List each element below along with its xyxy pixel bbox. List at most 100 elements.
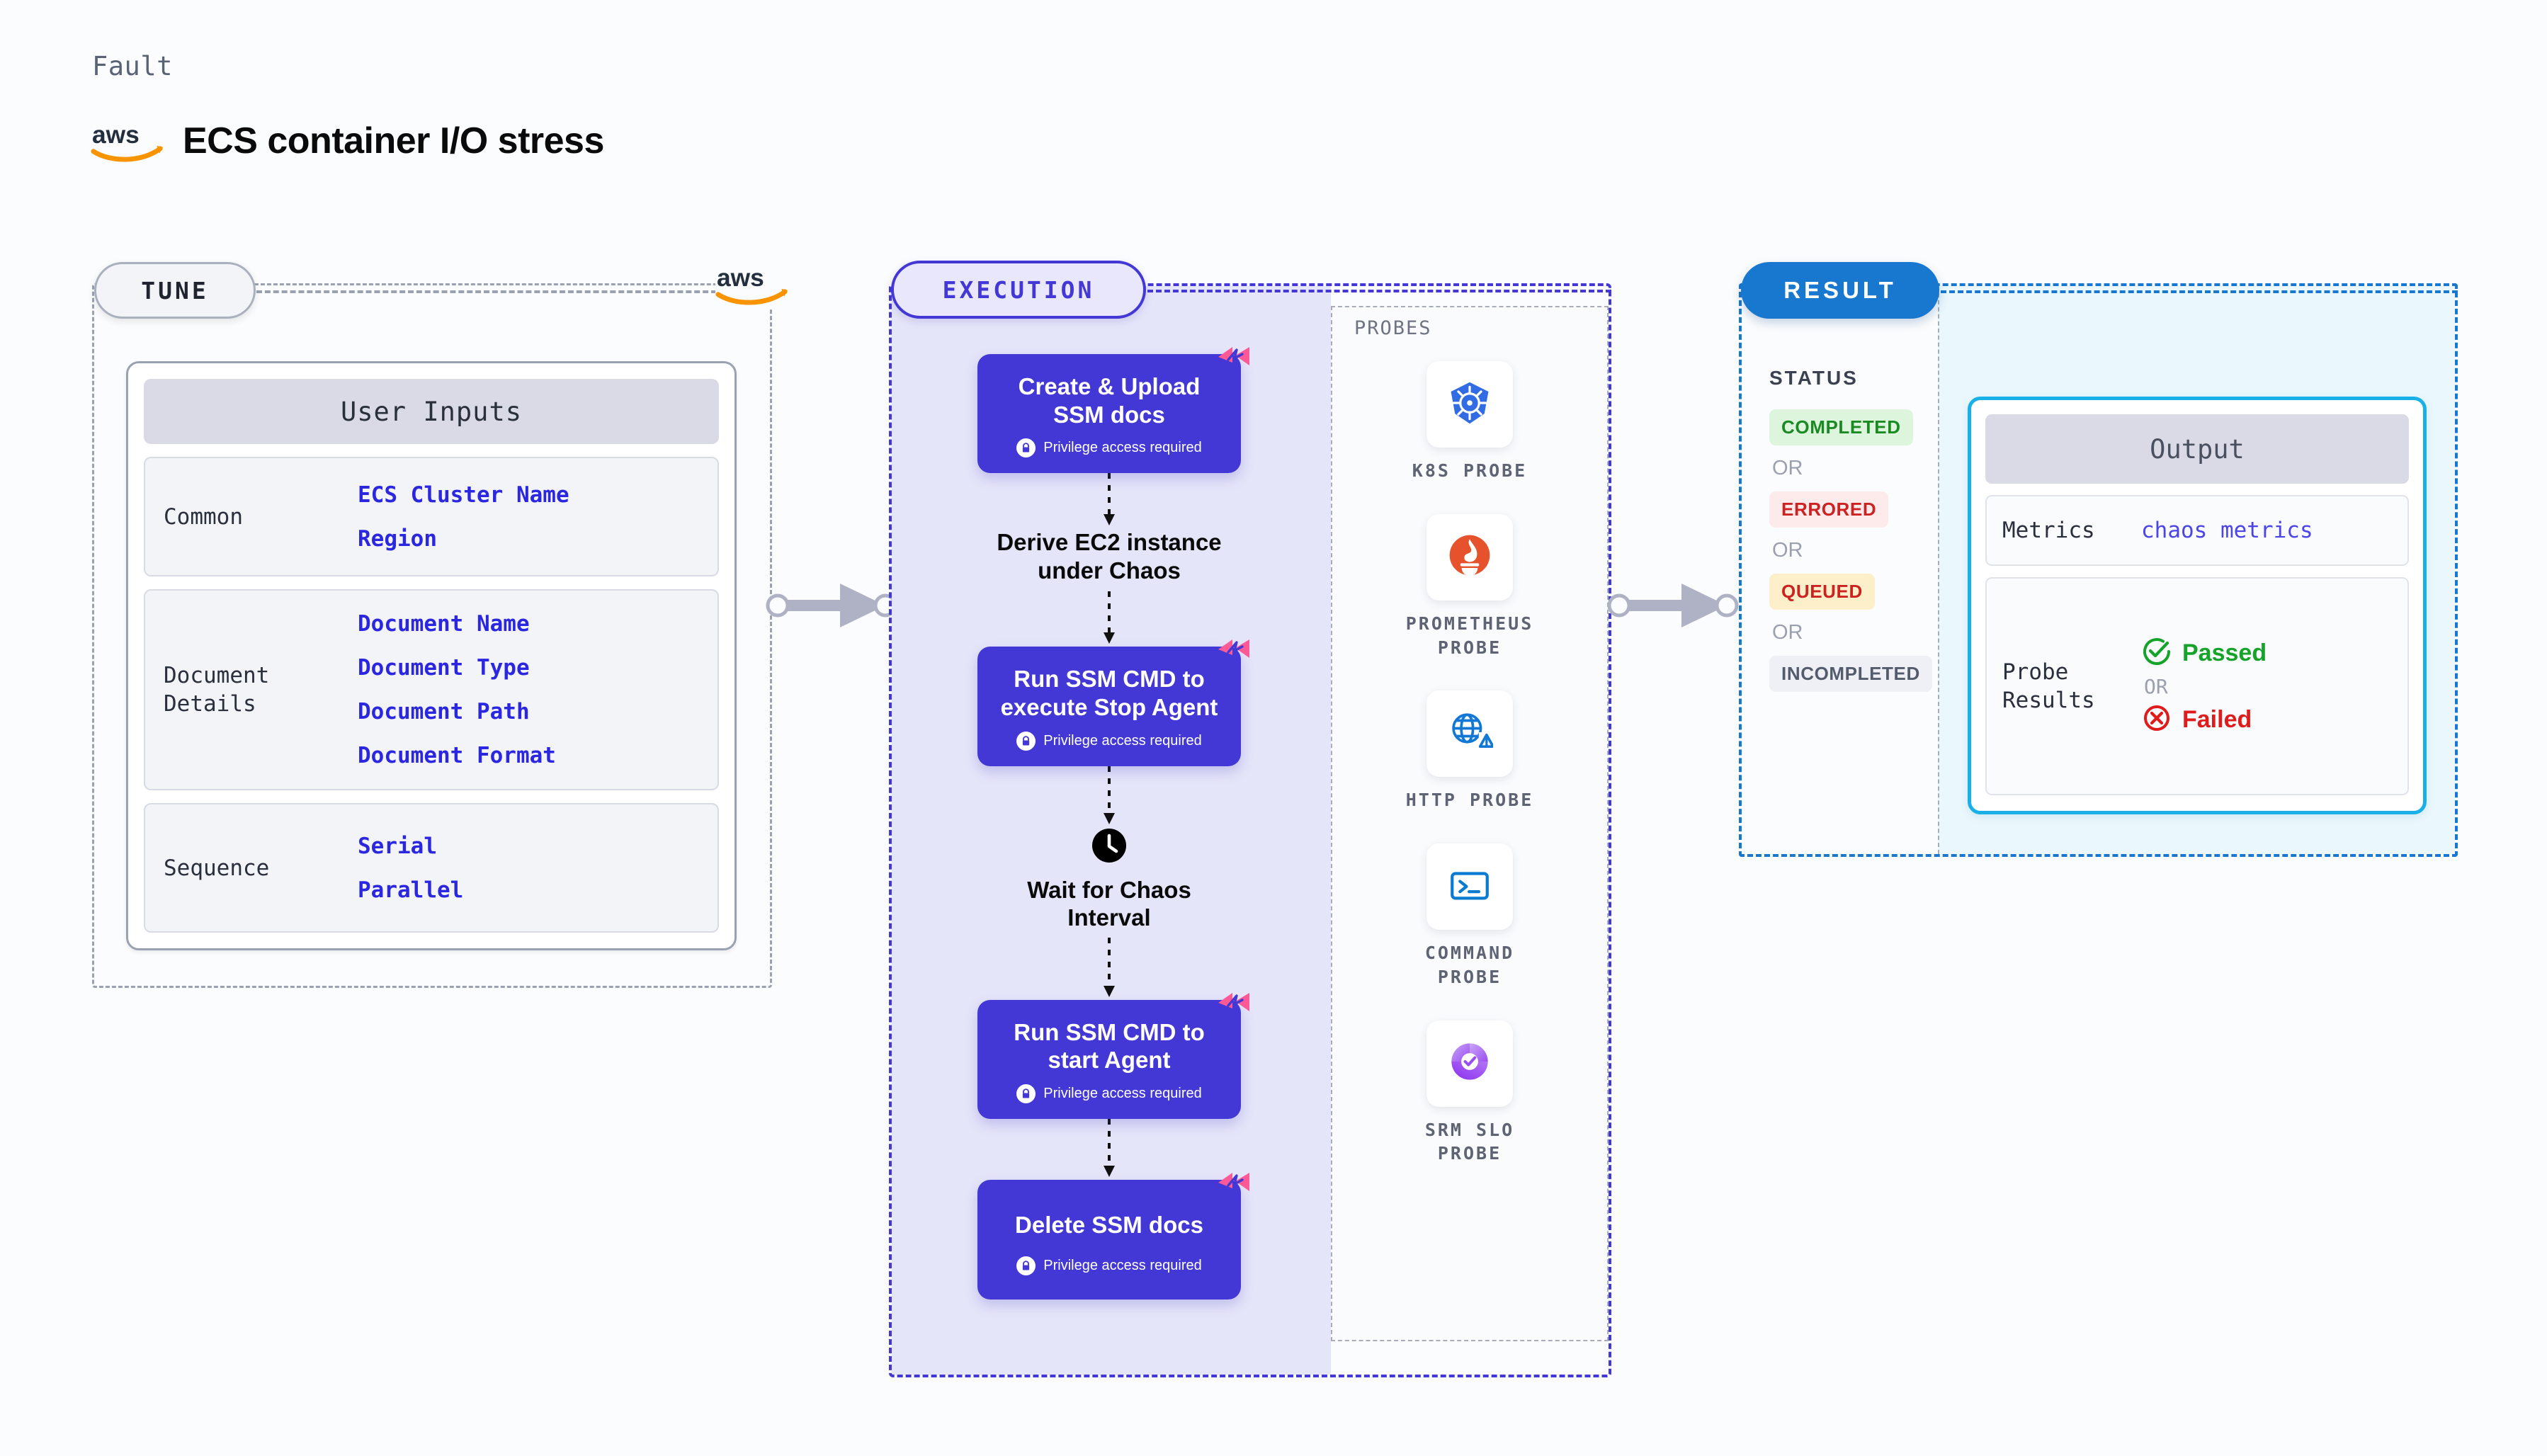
user-inputs-title: User Inputs — [144, 379, 719, 445]
arrow-execution-to-result — [1607, 584, 1739, 627]
step-title: Run SSM CMD to start Agent — [1014, 1018, 1205, 1074]
step-title: Run SSM CMD to execute Stop Agent — [1000, 666, 1218, 720]
tune-group-values: ECS Cluster Name Region — [358, 482, 569, 552]
tune-group-values: Document Name Document Type Document Pat… — [358, 611, 556, 768]
privilege-note: Privilege access required — [990, 1256, 1228, 1275]
result-status-region — [1742, 286, 1938, 854]
result-pill[interactable]: RESULT — [1741, 262, 1939, 319]
status-badge-completed: COMPLETED — [1769, 409, 1913, 445]
output-metrics-value[interactable]: chaos metrics — [2141, 518, 2313, 543]
prometheus-icon — [1446, 531, 1494, 583]
aws-logo-icon: aws — [91, 119, 167, 163]
flow-arrow-down — [1104, 937, 1115, 997]
input-document-name[interactable]: Document Name — [358, 611, 530, 637]
step-title: Delete SSM docs — [1015, 1211, 1203, 1238]
tune-pill[interactable]: TUNE — [94, 262, 256, 319]
page-title: ECS container I/O stress — [183, 120, 604, 161]
input-region[interactable]: Region — [358, 525, 437, 552]
execution-step-run-ssm-cmd-stop-agent[interactable]: Run SSM CMD to execute Stop Agent Privil… — [977, 639, 1249, 766]
lock-icon — [1016, 1256, 1036, 1275]
lock-icon — [1016, 438, 1036, 458]
execution-step-create-upload-ssm-docs[interactable]: Create & Upload SSM docs Privilege acces… — [977, 347, 1249, 474]
tune-dashed-connector — [256, 290, 717, 293]
flow-arrow-down — [1104, 1118, 1115, 1177]
execution-panel — [889, 283, 1611, 1377]
execution-step-run-ssm-cmd-start-agent[interactable]: Run SSM CMD to start Agent Privilege acc… — [977, 992, 1249, 1119]
litmus-flag-icon — [1215, 1167, 1252, 1204]
input-document-format[interactable]: Document Format — [358, 743, 556, 769]
flow-arrow-down — [1104, 473, 1115, 526]
arrow-tune-to-execution — [766, 584, 897, 627]
flow-arrow-down — [1104, 591, 1115, 644]
result-panel — [1739, 283, 2458, 857]
probe-name: HTTP PROBE — [1405, 790, 1534, 811]
input-ecs-cluster-name[interactable]: ECS Cluster Name — [358, 482, 569, 508]
status-label: STATUS — [1769, 367, 1859, 389]
input-sequence-serial[interactable]: Serial — [358, 833, 437, 859]
privilege-note: Privilege access required — [990, 731, 1228, 751]
status-badge-incompleted: INCOMPLETED — [1769, 656, 1932, 692]
check-circle-icon — [2141, 636, 2172, 671]
status-list: COMPLETED OR ERRORED OR QUEUED OR INCOMP… — [1769, 409, 1932, 692]
result-dashed-connector — [1941, 290, 2458, 293]
probe-result-failed: Failed — [2141, 703, 2267, 737]
probe-tile — [1426, 690, 1513, 778]
flow-arrow-down — [1104, 766, 1115, 824]
tune-group-sequence: Sequence Serial Parallel — [144, 803, 719, 933]
litmus-flag-icon — [1215, 987, 1252, 1024]
privilege-note-text: Privilege access required — [1043, 440, 1202, 456]
input-document-type[interactable]: Document Type — [358, 655, 530, 681]
probe-tile — [1426, 513, 1513, 601]
privilege-note-text: Privilege access required — [1043, 1085, 1202, 1101]
http-globe-warning-icon — [1446, 709, 1494, 759]
execution-pill[interactable]: EXECUTION — [891, 261, 1146, 319]
probes-label: PROBES — [1354, 317, 1432, 339]
page-eyebrow: Fault — [92, 51, 173, 81]
litmus-flag-icon — [1215, 341, 1252, 378]
probe-item-k8s[interactable]: K8S PROBE — [1412, 361, 1527, 483]
execution-step-delete-ssm-docs[interactable]: Delete SSM docs Privilege access require… — [977, 1172, 1249, 1299]
probe-tile — [1426, 361, 1513, 448]
privilege-note: Privilege access required — [990, 1084, 1228, 1103]
probe-result-passed: Passed — [2141, 636, 2267, 671]
page-title-row: aws ECS container I/O stress — [91, 119, 604, 163]
execution-step-list: Create & Upload SSM docs Privilege acces… — [953, 347, 1265, 1299]
probes-panel — [1331, 306, 1609, 1341]
user-inputs-card: User Inputs Common ECS Cluster Name Regi… — [126, 361, 737, 950]
lock-icon — [1016, 731, 1036, 751]
tune-group-common: Common ECS Cluster Name Region — [144, 457, 719, 577]
srm-slo-icon — [1446, 1038, 1493, 1088]
input-sequence-parallel[interactable]: Parallel — [358, 877, 464, 903]
probe-tile — [1426, 1020, 1513, 1107]
svg-text:aws: aws — [92, 121, 140, 149]
privilege-note-text: Privilege access required — [1043, 1257, 1202, 1273]
probe-name: K8S PROBE — [1412, 460, 1528, 481]
tune-group-values: Serial Parallel — [358, 834, 463, 903]
status-or-label: OR — [1772, 539, 1803, 562]
status-or-label: OR — [1772, 457, 1803, 479]
lock-icon — [1016, 1084, 1036, 1103]
input-document-path[interactable]: Document Path — [358, 699, 530, 725]
privilege-note-text: Privilege access required — [1043, 732, 1202, 749]
probe-result-passed-label: Passed — [2182, 639, 2267, 666]
x-circle-icon — [2141, 703, 2172, 737]
output-row-metrics: Metrics chaos metrics — [1985, 495, 2409, 566]
probe-result-failed-label: Failed — [2182, 705, 2252, 733]
privilege-note: Privilege access required — [990, 438, 1228, 458]
probe-item-http[interactable]: HTTP PROBE — [1406, 690, 1534, 812]
tune-group-label: Sequence — [164, 855, 270, 881]
probe-result-or-label: OR — [2144, 674, 2168, 698]
